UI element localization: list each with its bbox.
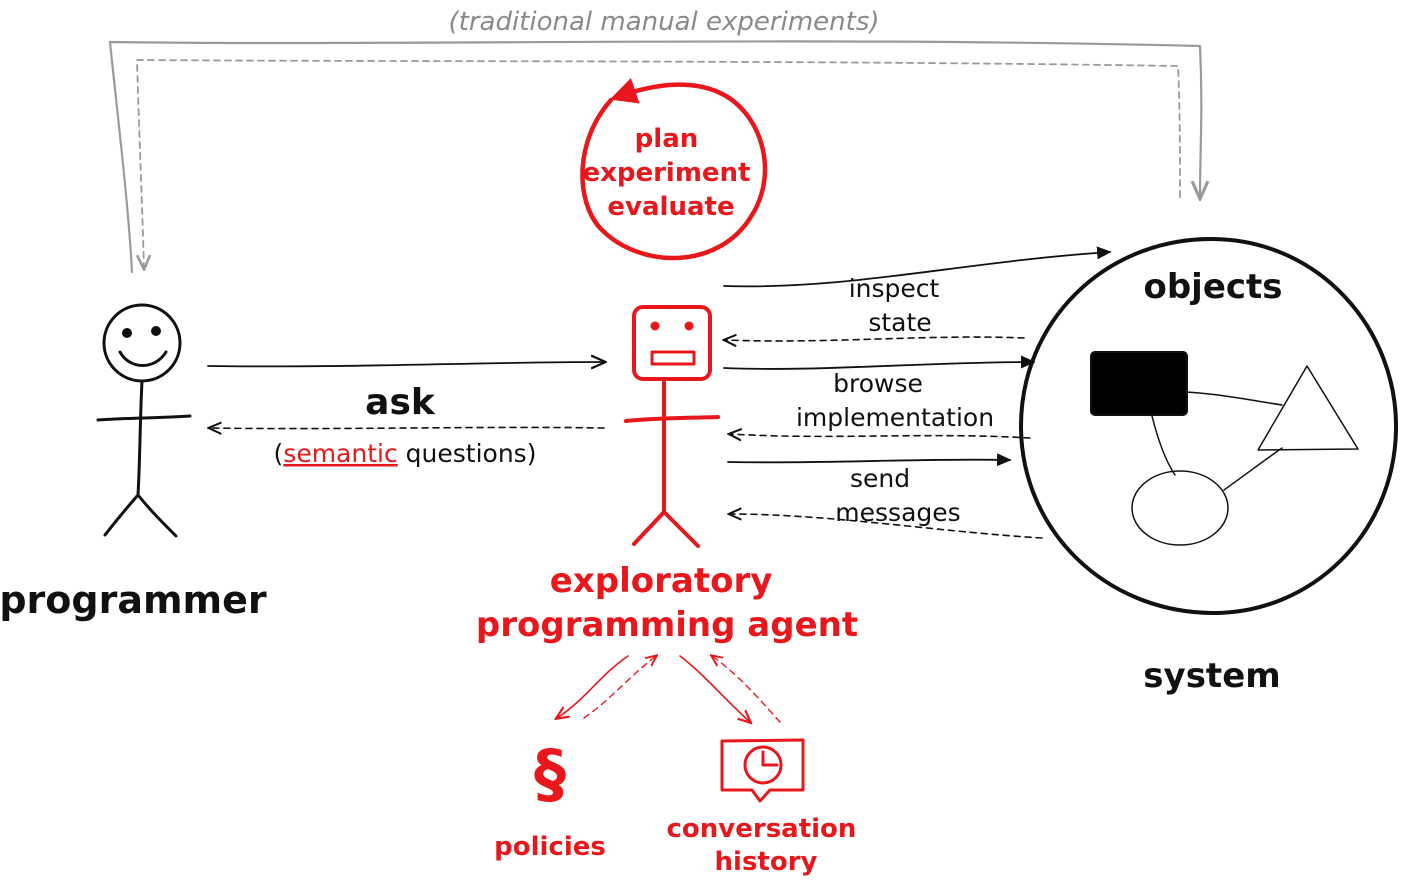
agent-label-line2: programming agent (476, 605, 858, 645)
browse-request-arrow (723, 355, 1036, 370)
send-messages-response-arrow (730, 514, 1043, 539)
agent-right-leg (662, 510, 700, 548)
history-request-arrow (679, 655, 750, 722)
state-label: state (868, 308, 931, 337)
cycle-plan: plan (635, 124, 699, 154)
agent-label-line1: exploratory (550, 561, 773, 601)
browse-implementation-label: browse implementation (796, 369, 994, 432)
policies-response-arrow (583, 656, 656, 719)
agent-arms (624, 415, 720, 423)
clock-face (743, 745, 783, 785)
object-link-rect-ellipse (1151, 415, 1176, 476)
inspect-state-label: inspect state (849, 274, 948, 337)
inspect-state-request-arrow (723, 246, 1112, 288)
history-response-arrow (712, 656, 781, 723)
section-sign-icon: § (534, 738, 566, 812)
programmer-right-eye (151, 326, 161, 336)
semantic-questions-label: (semantic questions) (274, 439, 537, 468)
object-graph (1090, 351, 1359, 546)
agent-right-eye (684, 321, 694, 331)
programmer-arms (96, 414, 192, 422)
programmer-left-leg (103, 493, 140, 537)
answer-arrow (210, 427, 605, 428)
system-circle (1018, 236, 1399, 616)
agent-head (632, 305, 712, 381)
objects-label: objects (1143, 267, 1282, 307)
chat-bubble (720, 738, 805, 803)
programmer-body (136, 379, 144, 497)
manual-experiments-label: (traditional manual experiments) (448, 7, 879, 37)
policies-label: policies (494, 832, 606, 862)
send-label: send (850, 464, 910, 493)
policies-request-arrow (557, 655, 629, 718)
system-label: system (1143, 656, 1280, 696)
send-messages-request-arrow (727, 453, 1012, 467)
object-square (1090, 351, 1188, 416)
browse-response-arrow (730, 434, 1031, 438)
object-ellipse (1131, 470, 1229, 546)
messages-label: messages (835, 498, 960, 527)
manual-experiments-loop (108, 40, 1201, 274)
agent-mouth (650, 350, 696, 366)
cycle-arrow (580, 77, 768, 261)
chat-history-icon (720, 738, 805, 803)
agent-label: exploratory programming agent (476, 561, 858, 645)
object-triangle (1257, 365, 1359, 451)
implementation-label: implementation (796, 403, 994, 432)
programmer-head (102, 303, 182, 383)
agent-left-eye (650, 321, 660, 331)
clock-hands (761, 750, 779, 767)
object-link-ellipse-triangle (1223, 447, 1283, 491)
inspect-state-response-arrow (725, 337, 1025, 341)
programmer-right-leg (136, 493, 178, 538)
inspect-label: inspect (849, 274, 940, 303)
browse-label: browse (833, 369, 923, 398)
questions-word: questions) (398, 439, 537, 468)
conversation-history-label: conversation history (667, 814, 866, 877)
programmer-left-eye (122, 328, 132, 338)
cycle-label: plan experiment evaluate (582, 124, 759, 222)
programmer-figure (96, 303, 192, 538)
cycle-experiment: experiment (582, 158, 750, 188)
programmer-smile (118, 350, 168, 367)
send-messages-label: send messages (835, 464, 960, 527)
cycle-evaluate: evaluate (607, 192, 734, 222)
programmer-label: programmer (0, 578, 267, 622)
history-label: history (715, 847, 818, 877)
object-link-rect-triangle (1185, 391, 1283, 406)
agent-left-leg (632, 510, 666, 546)
conversation-label: conversation (667, 814, 857, 844)
ask-arrow (207, 362, 604, 366)
semantic-word: semantic (283, 439, 397, 468)
agent-figure (624, 305, 720, 548)
ask-label: ask (365, 382, 436, 423)
open-paren: ( (274, 439, 284, 468)
